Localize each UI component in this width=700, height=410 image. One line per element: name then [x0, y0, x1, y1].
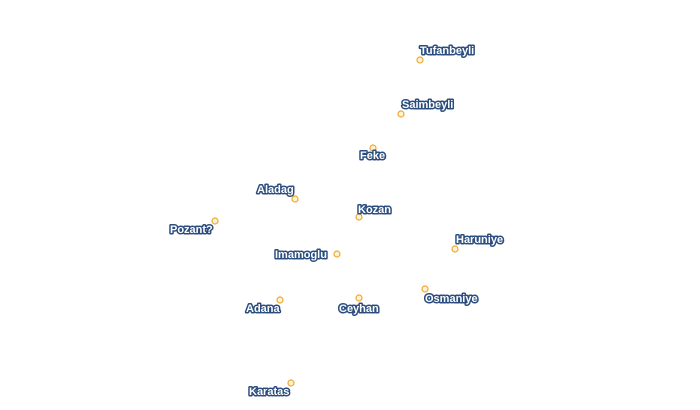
city-marker-tufanbeyli[interactable]: Tufanbeyli	[416, 44, 476, 64]
city-dot	[416, 56, 424, 64]
city-marker-karatas[interactable]: Karatas	[248, 379, 295, 400]
city-dot	[397, 110, 405, 118]
city-label: Feke	[360, 150, 385, 162]
city-dot	[355, 213, 363, 221]
city-label: Imamoglu	[275, 249, 327, 261]
city-marker-osmaniye[interactable]: Osmaniye	[421, 285, 479, 307]
city-dot	[211, 217, 219, 225]
city-dot	[451, 245, 459, 253]
city-marker-adana[interactable]: Adana	[245, 296, 284, 317]
city-dot	[421, 285, 429, 293]
city-label: Adana	[246, 303, 281, 315]
city-marker-aladag[interactable]: Aladag	[256, 183, 299, 203]
city-marker-haruniye[interactable]: Haruniye	[451, 233, 505, 253]
city-marker-imamoglu[interactable]: Imamoglu	[274, 248, 341, 263]
city-dot	[276, 296, 284, 304]
city-marker-feke[interactable]: Feke	[359, 144, 387, 164]
city-label: Osmaniye	[425, 293, 478, 305]
city-dot	[355, 294, 363, 302]
city-dot	[369, 144, 377, 152]
city-label: Kozan	[358, 204, 391, 216]
city-dot	[333, 250, 341, 258]
city-label: Karatas	[249, 386, 289, 398]
city-label: Pozant?	[170, 224, 213, 236]
city-dot	[291, 195, 299, 203]
city-label: Haruniye	[456, 234, 503, 246]
city-label: Aladag	[257, 184, 294, 196]
city-marker-kozan[interactable]: Kozan	[355, 203, 393, 221]
city-marker-ceyhan[interactable]: Ceyhan	[338, 294, 381, 317]
city-dot	[287, 379, 295, 387]
city-marker-saimbeyli[interactable]: Saimbeyli	[397, 98, 455, 118]
city-label: Ceyhan	[339, 303, 379, 315]
city-marker-pozanti[interactable]: Pozant?	[169, 217, 219, 238]
city-label: Saimbeyli	[402, 99, 453, 111]
city-label: Tufanbeyli	[420, 45, 474, 57]
